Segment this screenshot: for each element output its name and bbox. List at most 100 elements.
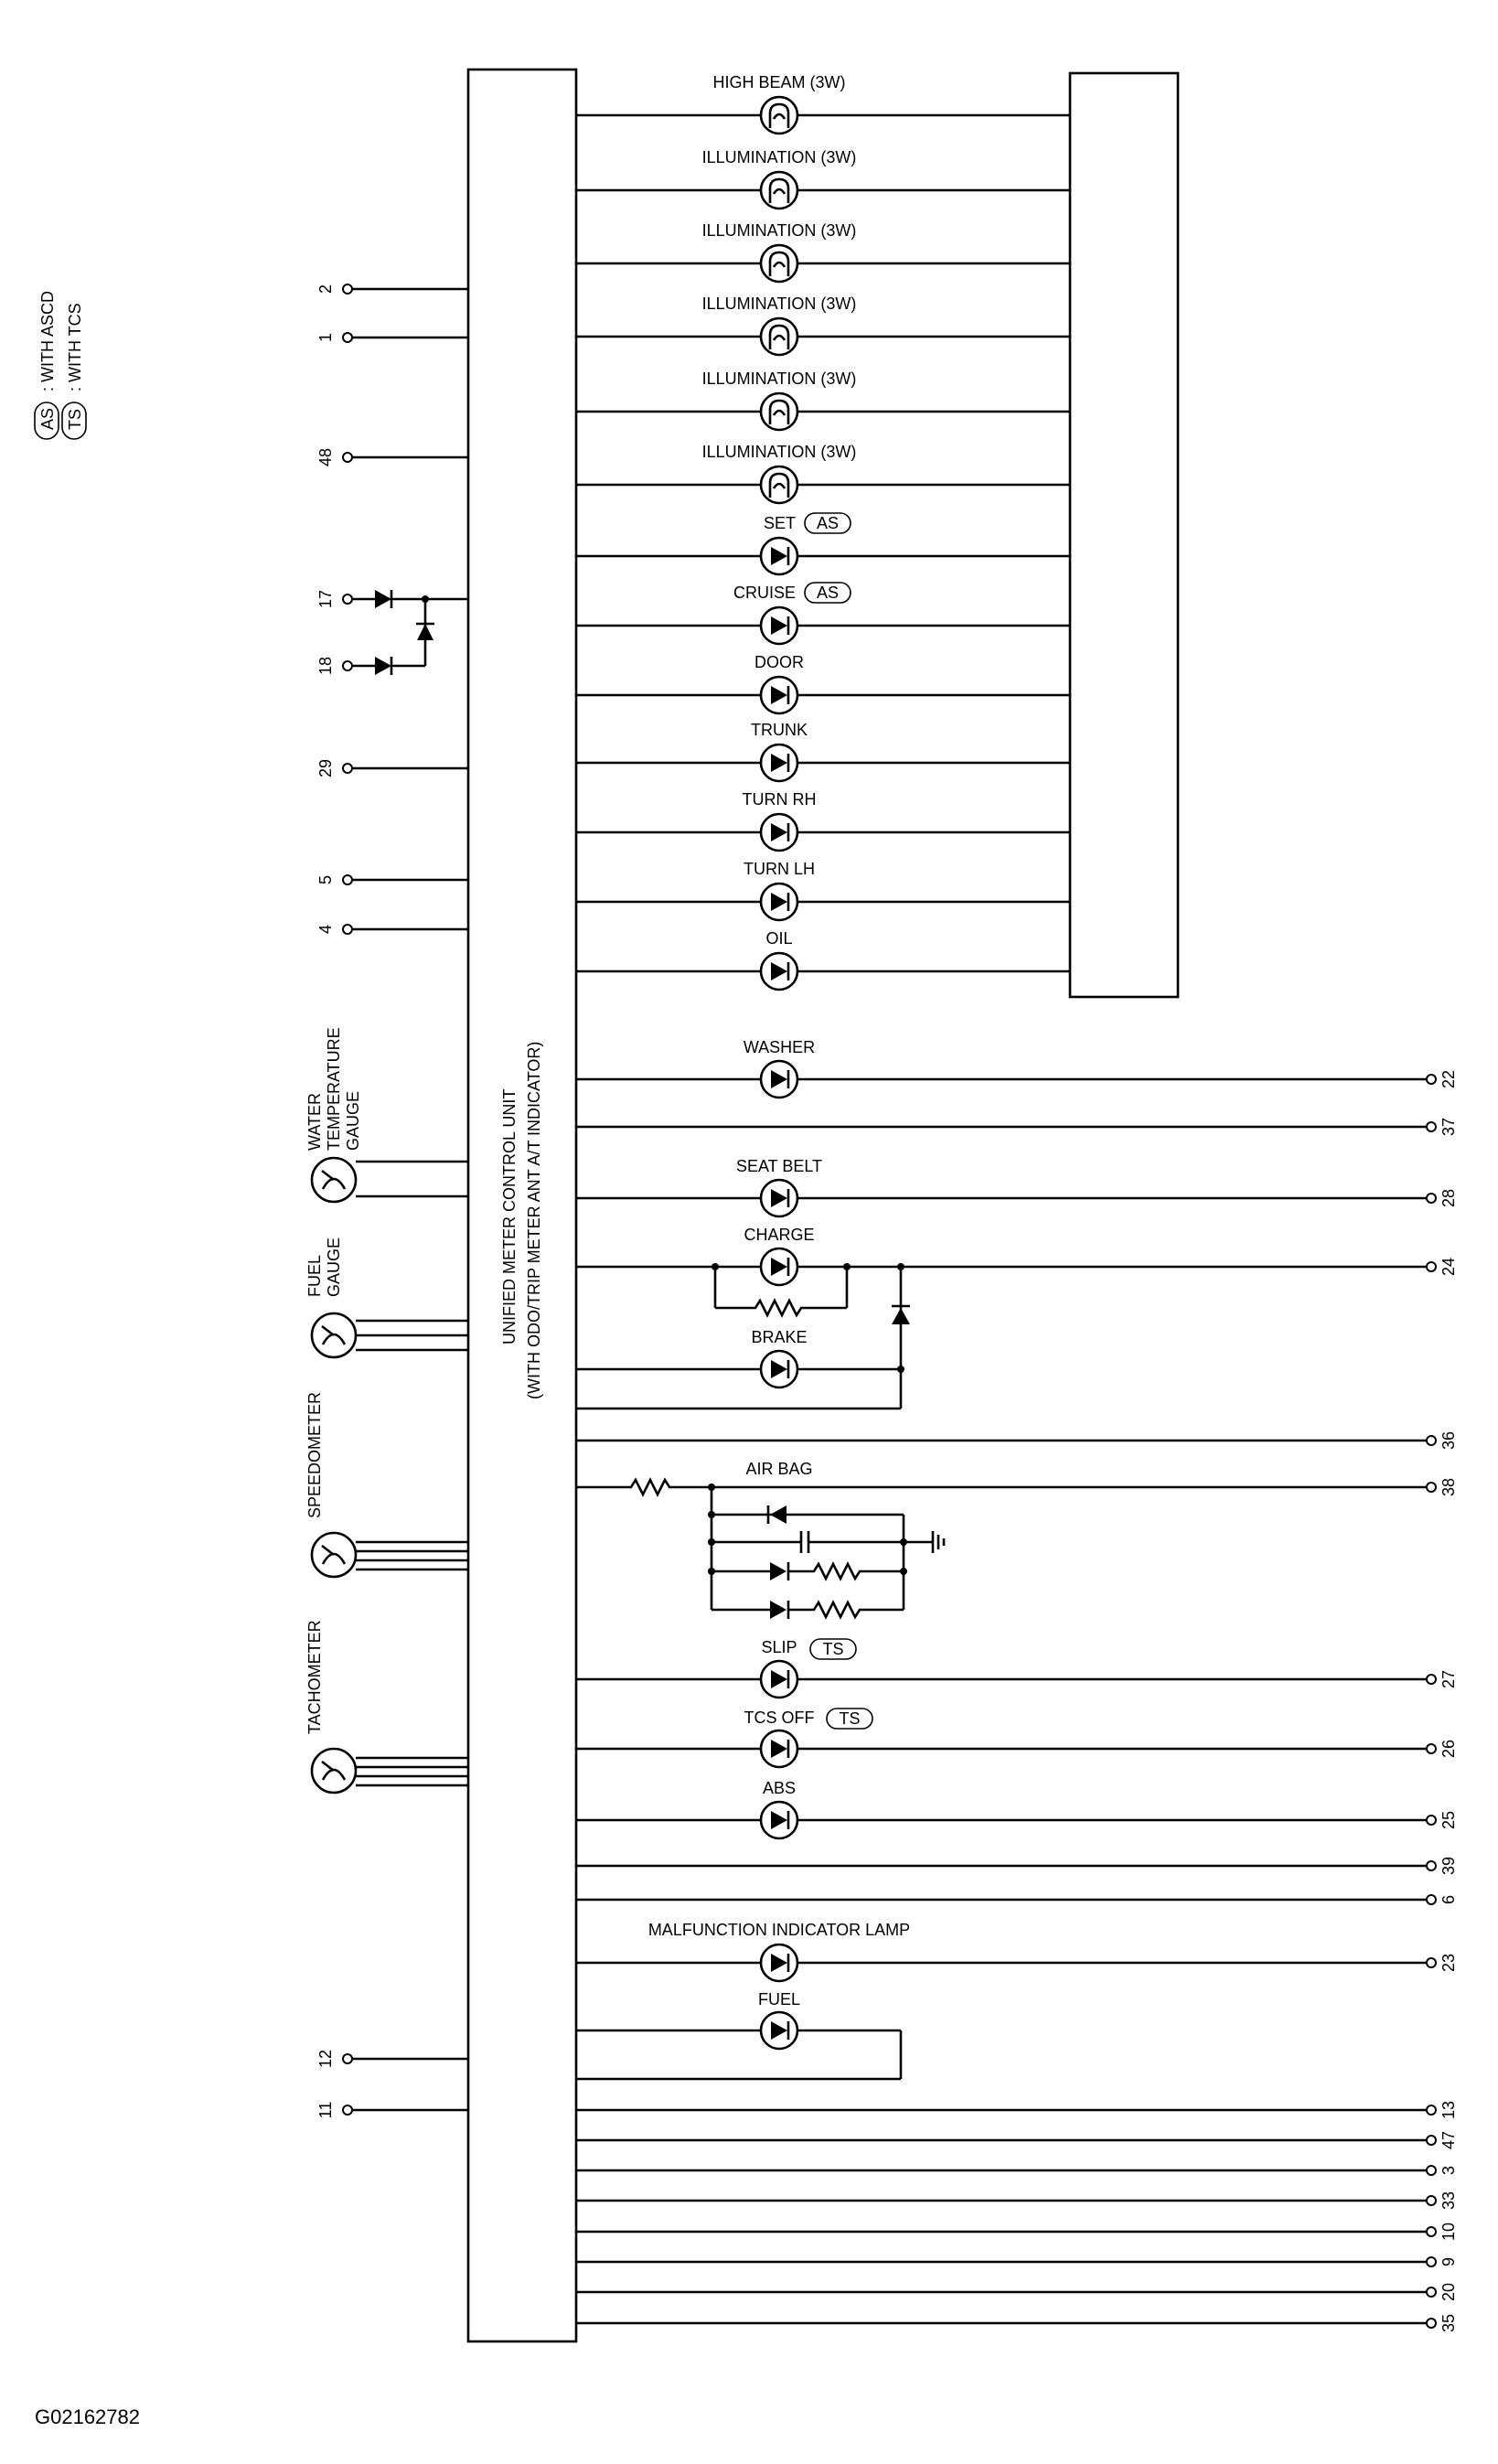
left-terminal-label-11: 11 — [316, 2102, 335, 2119]
lamp-slip: SLIP TS — [759, 1638, 857, 1699]
control-unit-label-line1: UNIFIED METER CONTROL UNIT — [500, 1089, 519, 1344]
right-terminal-47: 47 — [576, 2131, 1458, 2149]
right-terminal-label-27: 27 — [1439, 1670, 1458, 1688]
upper-lamp-badge-6: AS — [817, 514, 839, 532]
upper-lamp-7: CRUISE AS — [576, 582, 1070, 646]
gauge-label-3: TACHOMETER — [305, 1620, 324, 1734]
left-terminal-48: 48 — [316, 448, 468, 466]
right-terminal-label-38: 38 — [1439, 1478, 1458, 1496]
right-terminal-37: 37 — [576, 1118, 1458, 1136]
left-terminal-29: 29 — [316, 759, 468, 777]
upper-lamp-3: ILLUMINATION (3W) — [576, 295, 1070, 357]
label-air-bag: AIR BAG — [745, 1460, 812, 1478]
right-terminal-label-33: 33 — [1439, 2191, 1458, 2210]
gauges: WATERTEMPERATUREGAUGE FUELGAUGE SPEEDOME… — [305, 1027, 468, 1794]
left-terminal-1: 1 — [316, 332, 468, 343]
right-terminal-label-3: 3 — [1439, 2166, 1458, 2175]
label-mil: MALFUNCTION INDICATOR LAMP — [648, 1921, 910, 1939]
gauge-label-2: SPEEDOMETER — [305, 1392, 324, 1518]
left-terminal-label-1: 1 — [316, 333, 335, 342]
right-terminal-label-25: 25 — [1439, 1811, 1458, 1829]
lamp-fuel: FUEL — [576, 1990, 903, 2081]
upper-lamp-8: DOOR — [576, 653, 1070, 715]
tachometer: TACHOMETER — [305, 1620, 468, 1794]
fuel-gauge: FUELGAUGE — [305, 1237, 468, 1359]
label-slip: SLIP — [761, 1638, 797, 1656]
control-unit-label-line2: (WITH ODO/TRIP METER ANT A/T INDICATOR) — [525, 1042, 543, 1399]
lamp-mil: MALFUNCTION INDICATOR LAMP — [648, 1921, 910, 1983]
legend: AS : WITH ASCD TS : WITH TCS — [34, 291, 87, 440]
legend-item-ascd: AS : WITH ASCD — [34, 291, 59, 440]
upper-lamp-label-12: OIL — [765, 929, 792, 948]
lamp-air-bag: AIR BAG — [617, 1460, 946, 1620]
right-terminal-label-39: 39 — [1439, 1857, 1458, 1875]
right-terminal-26: 26 — [576, 1740, 1458, 1758]
label-fuel: FUEL — [758, 1990, 800, 2009]
left-terminal-4: 4 — [316, 924, 468, 935]
right-terminal-24: 24 — [576, 1258, 1458, 1276]
right-terminal-label-6: 6 — [1439, 1895, 1458, 1904]
speedometer: SPEEDOMETER — [305, 1392, 468, 1579]
legend-badge-ts: TS — [66, 409, 84, 430]
label-tcs-off: TCS OFF — [744, 1709, 815, 1727]
right-terminal-33: 33 — [576, 2191, 1458, 2210]
right-terminal-36: 36 — [576, 1431, 1458, 1450]
upper-lamp-9: TRUNK — [576, 721, 1070, 783]
upper-lamp-label-3: ILLUMINATION (3W) — [702, 295, 857, 313]
upper-lamp-label-5: ILLUMINATION (3W) — [702, 443, 857, 461]
right-terminal-28: 28 — [576, 1189, 1458, 1207]
right-terminal-6: 6 — [576, 1894, 1458, 1905]
legend-text-tcs: : WITH TCS — [66, 303, 84, 391]
left-terminal-17: 17 — [316, 590, 468, 608]
upper-lamp-label-1: ILLUMINATION (3W) — [702, 148, 857, 166]
right-terminal-20: 20 — [576, 2283, 1458, 2301]
badge-slip: TS — [822, 1640, 843, 1658]
water-temperature-gauge: WATERTEMPERATUREGAUGE — [305, 1027, 468, 1204]
legend-badge-as: AS — [38, 408, 57, 430]
lamp-brake: BRAKE — [576, 1328, 904, 1410]
upper-lamp-10: TURN RH — [576, 790, 1070, 852]
lamp-seat-belt: SEAT BELT — [736, 1157, 822, 1218]
upper-lamp-label-2: ILLUMINATION (3W) — [702, 221, 857, 240]
left-terminals: 2 1 48 17 18 29 5 4 12 11 — [316, 284, 468, 2118]
left-terminal-11: 11 — [316, 2102, 468, 2119]
right-terminal-label-24: 24 — [1439, 1258, 1458, 1276]
right-terminal-label-22: 22 — [1439, 1070, 1458, 1088]
upper-lamp-1: ILLUMINATION (3W) — [576, 148, 1070, 210]
right-terminal-23: 23 — [576, 1954, 1458, 1972]
right-terminal-39: 39 — [576, 1857, 1458, 1875]
right-terminal-label-10: 10 — [1439, 2223, 1458, 2241]
upper-lamps: HIGH BEAM (3W)ILLUMINATION (3W)ILLUMINAT… — [576, 73, 1070, 991]
lamp-charge: CHARGE — [712, 1226, 910, 1409]
left-terminal-label-18: 18 — [316, 657, 335, 675]
upper-lamp-12: OIL — [576, 929, 1070, 991]
left-terminal-label-4: 4 — [316, 925, 335, 934]
left-terminal-2: 2 — [316, 284, 468, 295]
upper-lamp-11: TURN LH — [576, 860, 1070, 922]
right-terminal-27: 27 — [576, 1670, 1458, 1688]
upper-lamp-label-4: ILLUMINATION (3W) — [702, 370, 857, 388]
gauge-label-1: FUELGAUGE — [305, 1237, 343, 1297]
right-terminal-label-13: 13 — [1439, 2101, 1458, 2119]
diode-cluster-17-18 — [375, 590, 434, 675]
left-terminal-5: 5 — [316, 874, 468, 885]
upper-lamp-label-7: CRUISE — [733, 584, 796, 602]
right-terminal-22: 22 — [576, 1070, 1458, 1088]
label-abs: ABS — [763, 1779, 796, 1797]
figure-id: G02162782 — [35, 2405, 140, 2428]
left-terminal-12: 12 — [316, 2050, 468, 2068]
left-terminal-label-5: 5 — [316, 875, 335, 884]
left-terminal-label-48: 48 — [316, 448, 335, 466]
legend-text-ascd: : WITH ASCD — [38, 291, 57, 391]
upper-lamp-2: ILLUMINATION (3W) — [576, 221, 1070, 284]
right-terminal-label-26: 26 — [1439, 1740, 1458, 1758]
right-terminal-9: 9 — [576, 2256, 1458, 2267]
upper-lamp-badge-7: AS — [817, 584, 839, 602]
legend-item-tcs: TS : WITH TCS — [61, 303, 87, 440]
right-terminal-13: 13 — [576, 2101, 1458, 2119]
label-washer: WASHER — [744, 1038, 815, 1056]
right-terminal-label-23: 23 — [1439, 1954, 1458, 1972]
right-terminal-10: 10 — [576, 2223, 1458, 2241]
lamp-abs: ABS — [759, 1779, 799, 1840]
control-unit-box — [466, 68, 578, 2343]
